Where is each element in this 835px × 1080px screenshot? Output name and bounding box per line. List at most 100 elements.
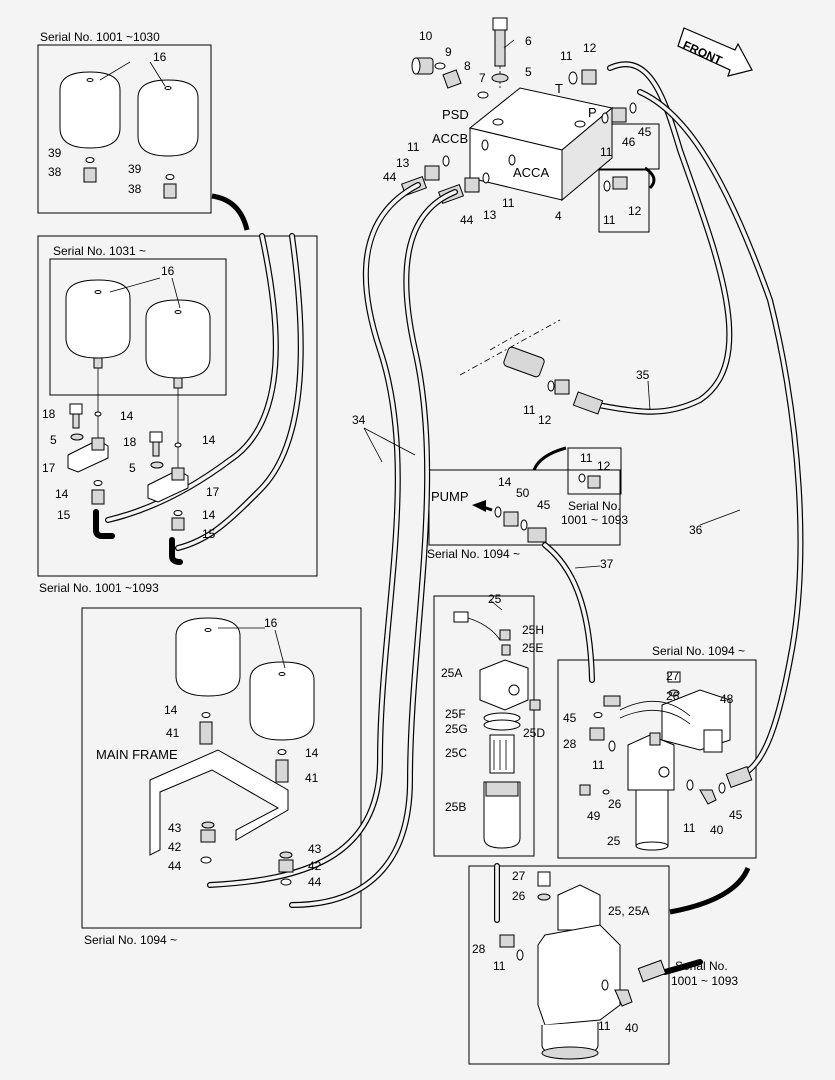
part-number-n12f: 12 <box>538 413 552 427</box>
box-serial-1001-1093 <box>37 235 318 577</box>
box-serial-1031 <box>49 258 227 396</box>
pump-fittings <box>472 473 601 543</box>
part-number-n11i: 11 <box>683 821 696 835</box>
part-number-n14g: 14 <box>305 746 319 760</box>
label-t: T <box>555 81 563 96</box>
cap-10 <box>411 57 434 75</box>
part-number-n18a: 18 <box>42 407 56 421</box>
part-number-n11e: 11 <box>502 196 515 210</box>
part-number-n11g: 11 <box>580 451 593 465</box>
part-number-n26a: 26 <box>666 689 680 703</box>
label-psd: PSD <box>442 107 469 122</box>
part-number-n25c: 25C <box>445 746 467 760</box>
accumulator-pair-2 <box>65 279 211 565</box>
transition-arrow-2 <box>644 166 656 190</box>
oring-11d <box>442 155 450 167</box>
box-serial-1094-left <box>81 607 362 929</box>
part-number-n25r: 25 <box>607 834 621 848</box>
part-number-n11a: 11 <box>560 49 573 63</box>
part-number-n5: 5 <box>525 65 532 79</box>
front-arrow: FRONT <box>677 27 753 77</box>
label-serial-1001-1030: Serial No. 1001 ~1030 <box>40 30 160 44</box>
hose-end-35 <box>572 391 604 415</box>
part-number-n6: 6 <box>525 34 532 48</box>
part-number-n25e: 25E <box>522 641 543 655</box>
leader-lines <box>99 39 741 669</box>
oring-11c <box>603 180 611 192</box>
part-number-n28b: 28 <box>472 942 486 956</box>
label-acca: ACCA <box>513 165 549 180</box>
part-number-n38a: 38 <box>48 165 62 179</box>
fitting-35-port <box>503 346 545 378</box>
part-number-n17b: 17 <box>206 485 220 499</box>
part-number-n11c: 11 <box>603 213 616 227</box>
part-number-n46: 46 <box>622 135 636 149</box>
part-number-n43b: 43 <box>308 842 322 856</box>
part-number-n18b: 18 <box>123 435 137 449</box>
part-number-n25f: 25F <box>445 707 466 721</box>
filter-assembly-25 <box>453 611 541 849</box>
part-number-n7: 7 <box>479 71 486 85</box>
part-number-n13a: 13 <box>396 156 410 170</box>
part-number-n12a: 12 <box>583 41 597 55</box>
oring-11b <box>601 112 609 124</box>
part-number-n28a: 28 <box>563 737 577 751</box>
washer-5 <box>491 73 509 83</box>
label-serial-br-b: 1001 ~ 1093 <box>671 974 738 988</box>
fitting-12a <box>581 69 597 85</box>
part-number-n50: 50 <box>516 486 530 500</box>
part-number-n14f: 14 <box>164 703 178 717</box>
oring-45a <box>629 102 637 114</box>
label-serial-1094-pump: Serial No. 1094 ~ <box>427 547 520 561</box>
part-number-n16a: 16 <box>153 50 167 64</box>
fitting-13a <box>424 165 440 181</box>
hoses <box>105 61 804 975</box>
part-number-n17a: 17 <box>42 461 56 475</box>
transition-arrow-1 <box>211 193 250 231</box>
part-number-n11b: 11 <box>600 145 613 159</box>
part-number-n44d: 44 <box>308 875 322 889</box>
part-number-n25h: 25H <box>522 623 544 637</box>
filter-assembly-right <box>579 671 753 851</box>
oring-9 <box>434 62 446 70</box>
accumulator-pair-1 <box>59 71 199 199</box>
part-number-n14e: 14 <box>498 475 512 489</box>
fitting-8 <box>442 69 462 89</box>
label-serial-br-a: Serial No. <box>675 959 728 973</box>
part-number-n42b: 42 <box>308 859 322 873</box>
part-number-n39b: 39 <box>128 162 142 176</box>
box-filter-25 <box>433 595 535 857</box>
part-number-n5a: 5 <box>50 433 57 447</box>
part-number-n16c: 16 <box>264 616 278 630</box>
label-pump: PUMP <box>431 489 469 504</box>
part-number-n34: 34 <box>352 413 366 427</box>
part-number-n39a: 39 <box>48 146 62 160</box>
part-number-n25g: 25G <box>445 722 468 736</box>
oring-11f <box>547 380 555 392</box>
part-number-n41b: 41 <box>305 771 319 785</box>
label-p: P <box>588 105 597 120</box>
part-number-n8: 8 <box>464 59 471 73</box>
part-number-n45a: 45 <box>638 125 652 139</box>
transition-arrow-4 <box>669 866 751 915</box>
part-number-n11k: 11 <box>598 1019 611 1033</box>
part-number-n26c: 26 <box>512 889 526 903</box>
box-serial-1001-1030 <box>37 44 212 214</box>
part-number-n14c: 14 <box>202 433 216 447</box>
part-number-n40b: 40 <box>625 1021 639 1035</box>
part-number-n14a: 14 <box>120 409 134 423</box>
part-number-n37: 37 <box>600 557 614 571</box>
part-number-n45b: 45 <box>537 498 551 512</box>
part-number-n25: 25 <box>488 592 502 606</box>
label-main-frame: MAIN FRAME <box>96 747 178 762</box>
part-number-n42a: 42 <box>168 840 182 854</box>
part-number-n45c: 45 <box>563 711 577 725</box>
part-number-n9: 9 <box>445 45 452 59</box>
part-number-n16b: 16 <box>161 264 175 278</box>
box-11-12 <box>598 169 650 233</box>
part-number-n11h: 11 <box>592 758 605 772</box>
part-number-n26b: 26 <box>608 797 622 811</box>
transition-arrow-3 <box>532 446 567 471</box>
labels: Serial No. 1001 ~1030 Serial No. 1031 ~ … <box>39 29 745 1035</box>
